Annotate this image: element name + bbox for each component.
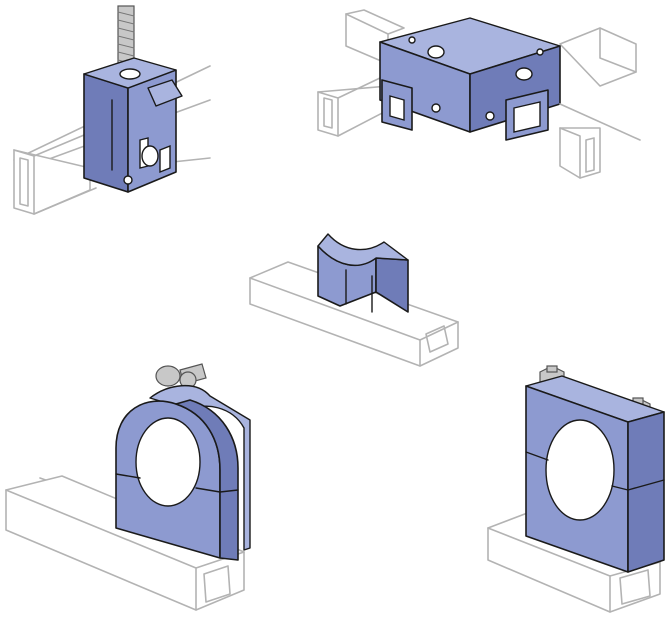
cushion-clamp	[115, 363, 251, 561]
strut-channel-center	[249, 261, 459, 367]
pipe-saddle	[317, 233, 409, 313]
hanger-bracket	[83, 57, 183, 193]
channel-cross-connector-icon	[317, 9, 641, 179]
block-clamp-icon	[487, 365, 665, 613]
cross-connector-plate	[379, 17, 561, 141]
channel-hanger-bracket-icon	[13, 5, 211, 215]
pipe-saddle-icon	[249, 233, 459, 367]
block-clamp	[525, 365, 665, 573]
cushion-clamp-icon	[5, 363, 251, 611]
